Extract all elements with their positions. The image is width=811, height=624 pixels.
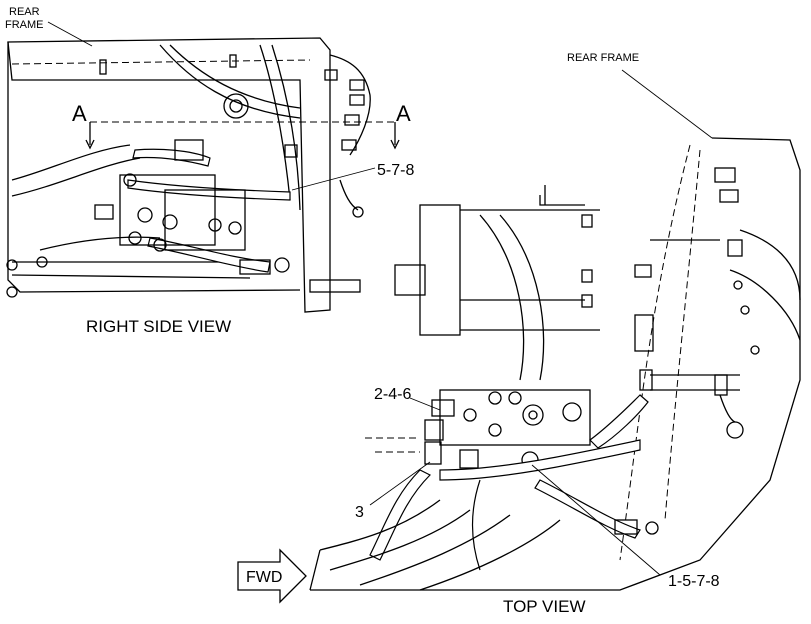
callout-3: 3 (355, 504, 364, 521)
section-a-right-label: A (396, 101, 411, 126)
callout-1-5-7-8: 1-5-7-8 (668, 573, 720, 590)
top-view-drawing (237, 69, 801, 604)
rear-frame-left-label-2: FRAME (5, 19, 44, 31)
callout-2-4-6: 2-4-6 (374, 386, 411, 403)
fwd-arrow-shape (237, 548, 307, 604)
rear-frame-right-label: REAR FRAME (567, 52, 639, 64)
right-side-view-drawing (6, 21, 400, 313)
rear-frame-left-label-1: REAR (9, 6, 40, 18)
callout-5-7-8: 5-7-8 (377, 162, 414, 179)
fwd-label: FWD (246, 569, 282, 586)
right-side-view-title: RIGHT SIDE VIEW (86, 317, 231, 336)
section-a-left-label: A (72, 101, 87, 126)
top-view-title: TOP VIEW (503, 597, 586, 616)
